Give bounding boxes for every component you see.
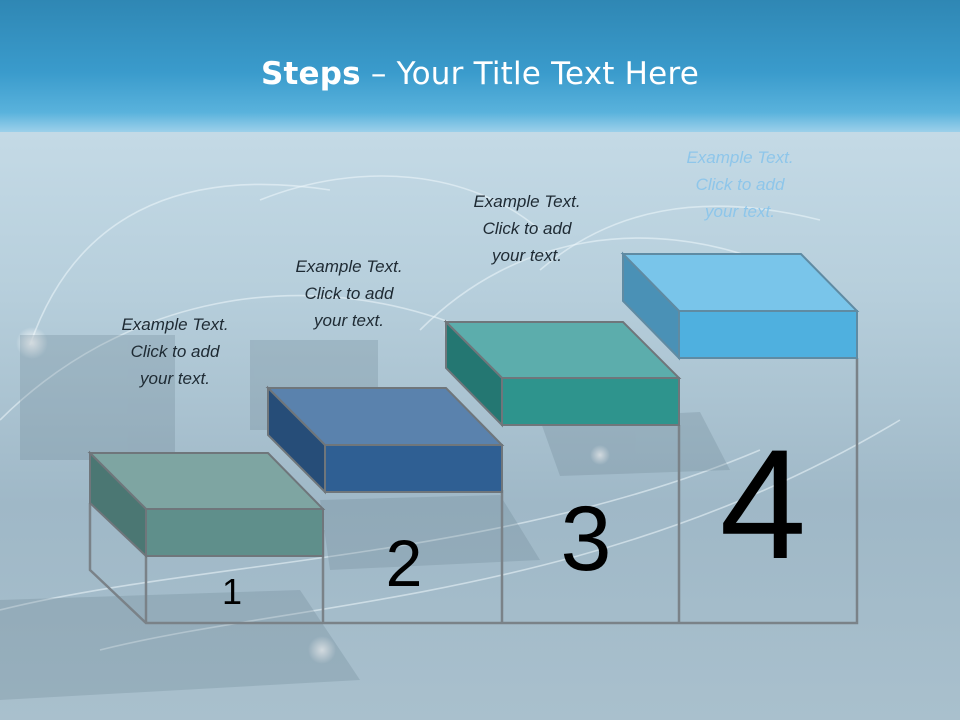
title-rest: – Your Title Text Here	[360, 56, 699, 92]
title-banner	[0, 0, 960, 132]
step-2-block[interactable]	[265, 385, 505, 495]
step-2-caption-line-1: Example Text.	[295, 257, 403, 276]
step-1-caption-line-1: Example Text.	[121, 315, 229, 334]
step-2-caption-line-2: Click to add	[304, 284, 394, 303]
step-4-caption[interactable]: Example Text. Click to add your text.	[650, 144, 830, 225]
step-3-caption-line-1: Example Text.	[473, 192, 581, 211]
step-1-number: 1	[222, 571, 242, 612]
step-3-number: 3	[560, 488, 611, 590]
step-3-caption[interactable]: Example Text. Click to add your text.	[437, 188, 617, 269]
step-3-caption-line-2: Click to add	[482, 219, 572, 238]
step-1-caption-line-3: your text.	[140, 369, 210, 388]
step-2-number: 2	[386, 526, 423, 600]
step-4-front	[678, 310, 858, 359]
step-2-caption-line-3: your text.	[314, 311, 384, 330]
step-1-block[interactable]	[87, 450, 326, 559]
step-3-block[interactable]	[443, 319, 682, 428]
step-1-caption-line-2: Click to add	[130, 342, 220, 361]
slide-title[interactable]: Steps – Your Title Text Here	[0, 56, 960, 92]
step-1-front	[145, 508, 324, 557]
step-2-caption[interactable]: Example Text. Click to add your text.	[259, 253, 439, 334]
step-4-number: 4	[720, 418, 807, 592]
title-bold: Steps	[260, 56, 361, 92]
step-3-front	[501, 377, 680, 426]
step-4-caption-line-1: Example Text.	[686, 148, 794, 167]
step-1-caption[interactable]: Example Text. Click to add your text.	[85, 311, 265, 392]
step-4-caption-line-2: Click to add	[695, 175, 785, 194]
step-4-caption-line-3: your text.	[705, 202, 775, 221]
step-3-caption-line-3: your text.	[492, 246, 562, 265]
step-2-front	[324, 444, 503, 493]
step-4-block[interactable]	[620, 251, 860, 361]
